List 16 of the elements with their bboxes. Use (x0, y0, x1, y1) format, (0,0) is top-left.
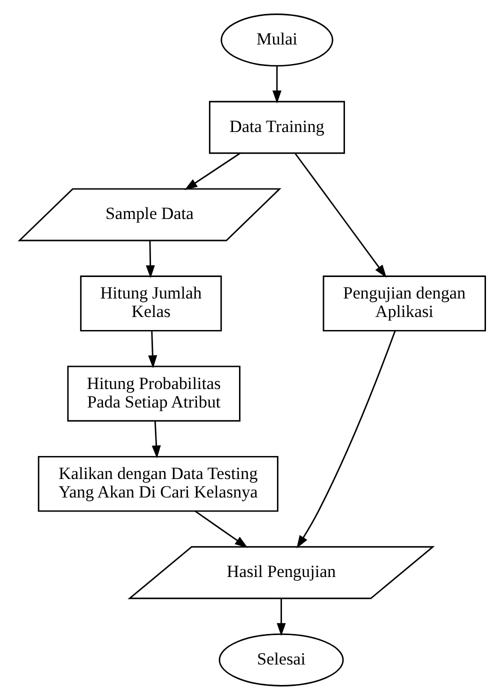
arrow (272, 66, 281, 104)
node-box: Pengujian dengan Aplikasi (322, 276, 486, 332)
arrow (145, 240, 154, 278)
arrow (294, 152, 386, 278)
node-box: Kalikan dengan Data Testing Yang Akan Di Cari Kelasnya (37, 456, 278, 512)
arrow (148, 331, 157, 368)
arrow (276, 598, 286, 636)
arrow (194, 510, 248, 548)
arrow (184, 152, 240, 190)
node-box: Hitung Probabilitas Pada Setiap Atribut (66, 366, 240, 422)
arrow (296, 330, 396, 548)
node-ellipse: Mulai (220, 14, 333, 67)
node-ellipse: Selesai (218, 633, 344, 686)
arrow (151, 421, 160, 458)
node-box: Data Training (208, 100, 344, 154)
node-box: Hitung Jumlah Kelas (80, 276, 222, 332)
